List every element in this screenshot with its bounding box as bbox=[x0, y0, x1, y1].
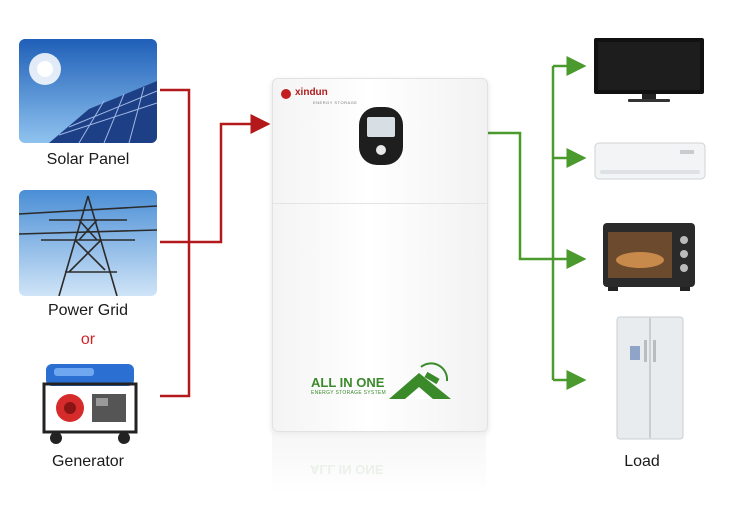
or-label: or bbox=[80, 331, 96, 348]
unit-title: ALL IN ONE bbox=[311, 375, 385, 390]
all-in-one-unit: xindun ENERGY STORAGE ALL IN ONE ENERGY … bbox=[272, 78, 488, 432]
oven-image bbox=[602, 222, 696, 292]
unit-reflection: ALL IN ONE bbox=[272, 432, 486, 492]
power-tower-icon bbox=[19, 190, 157, 296]
brand-subtitle: ENERGY STORAGE bbox=[313, 100, 358, 105]
air-conditioner-icon bbox=[594, 142, 706, 180]
load-label: Load bbox=[624, 453, 660, 470]
control-panel bbox=[359, 107, 403, 165]
input-wires bbox=[160, 88, 271, 398]
unit-subtitle: ENERGY STORAGE SYSTEM bbox=[311, 390, 387, 396]
television-image bbox=[592, 36, 706, 104]
refrigerator-icon bbox=[616, 316, 684, 440]
generator-icon bbox=[36, 360, 140, 446]
output-wires bbox=[486, 56, 587, 390]
air-conditioner-image bbox=[594, 142, 706, 182]
lcd-screen bbox=[367, 117, 395, 137]
refrigerator-image bbox=[616, 316, 684, 440]
solar-panel-icon bbox=[19, 39, 157, 143]
power-grid-label: Power Grid bbox=[47, 302, 129, 319]
generator-image bbox=[36, 360, 140, 446]
house-logo-icon bbox=[389, 362, 451, 399]
power-grid-image bbox=[19, 190, 157, 296]
television-icon bbox=[594, 38, 704, 102]
solar-panel-image bbox=[19, 39, 157, 143]
brand-name: xindun bbox=[295, 87, 328, 98]
unit-divider bbox=[273, 203, 487, 204]
brand-logo-icon bbox=[281, 89, 291, 99]
power-button-icon[interactable] bbox=[376, 145, 386, 155]
generator-label: Generator bbox=[51, 453, 125, 470]
unit-reflection-text: ALL IN ONE bbox=[310, 462, 384, 477]
solar-panel-label: Solar Panel bbox=[46, 151, 130, 168]
oven-icon bbox=[603, 223, 695, 291]
